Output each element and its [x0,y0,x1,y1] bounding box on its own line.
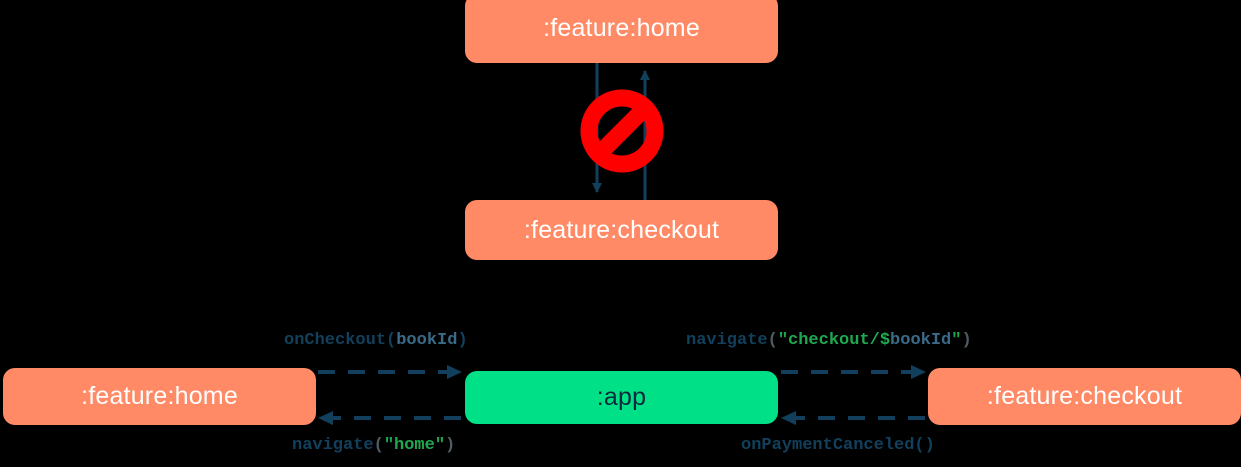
token-paren-close: ) [457,331,468,350]
edge-label-on-payment-canceled: onPaymentCanceled() [741,436,935,455]
token-paren-close: ) [445,436,456,455]
edge-label-on-checkout: onCheckout(bookId) [284,331,468,350]
token-paren-close: ) [961,331,972,350]
token-fn-name: navigate [686,331,768,350]
node-feature-checkout-bottom: :feature:checkout [928,368,1241,425]
token-string-end: " [951,331,962,350]
token-string: "home" [383,436,446,455]
token-paren-open: ( [767,331,778,350]
prohibited-icon [580,89,664,173]
token-paren-open: ( [373,436,384,455]
token-interpolated-var: bookId [890,331,952,350]
token-fn-name: navigate [292,436,374,455]
token-fn-name: onCheckout [284,331,387,350]
token-string-start: "checkout/$ [777,331,891,350]
node-feature-home-bottom: :feature:home [3,368,316,425]
edge-label-navigate-checkout: navigate("checkout/$bookId") [686,331,972,350]
node-feature-checkout-top: :feature:checkout [465,200,778,260]
token-arg: bookId [396,331,458,350]
edge-label-navigate-home: navigate("home") [292,436,455,455]
node-app: :app [465,371,778,424]
node-feature-home-top: :feature:home [465,0,778,63]
token-fn-call: onPaymentCanceled() [741,436,935,455]
token-paren-open: ( [386,331,397,350]
